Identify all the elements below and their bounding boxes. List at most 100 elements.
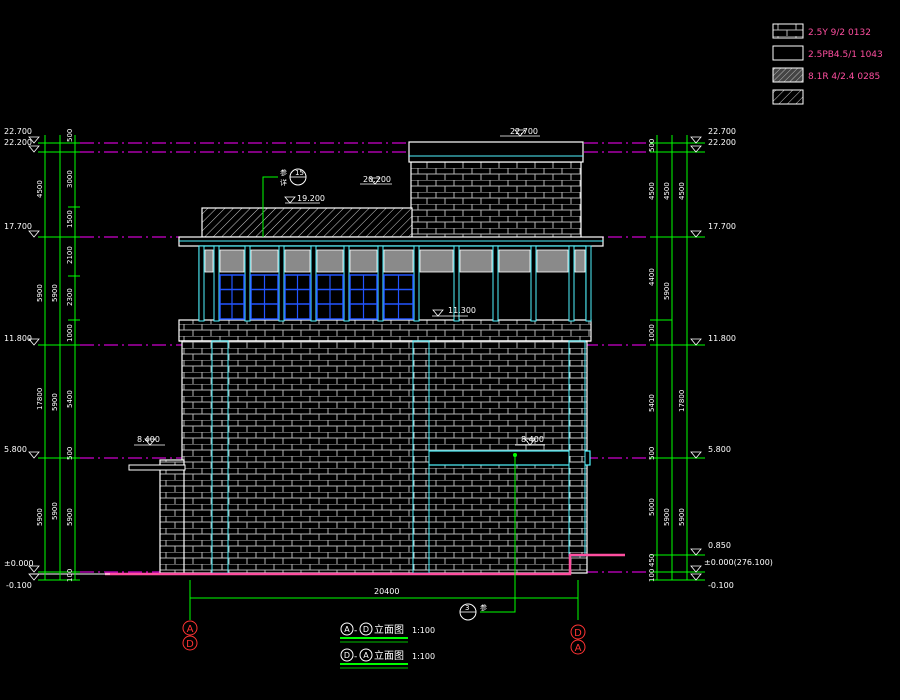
mullion: [343, 245, 350, 322]
axis-bubble: [182, 620, 198, 636]
ground-line: [105, 553, 625, 576]
level-marker: [690, 573, 702, 581]
level-marker: [690, 451, 702, 459]
window-grid: [198, 245, 592, 322]
level-label: ±0.000: [4, 559, 34, 568]
stair-tower: [410, 161, 582, 239]
level-marker: [690, 145, 702, 153]
window-transom: [383, 249, 414, 273]
axis-bubble: [570, 624, 586, 640]
title-axis: D: [344, 651, 350, 660]
level-markers: [28, 129, 702, 581]
svg-text:-: -: [354, 652, 357, 662]
mullion: [213, 245, 220, 322]
level-label: 11.800: [4, 334, 32, 343]
dim-text: 4500: [678, 182, 686, 200]
level-label: 22.700: [4, 127, 32, 136]
axis-label: D: [186, 639, 194, 650]
right-band: [427, 450, 591, 466]
window-transom: [250, 249, 279, 273]
level-label: -0.100: [708, 581, 734, 590]
level-label: 22.200: [4, 138, 32, 147]
dim-text: 100: [66, 569, 74, 582]
mullion: [278, 245, 285, 322]
window-transom: [498, 249, 531, 273]
dim-text: 4500: [663, 182, 671, 200]
level-marker: [284, 196, 296, 204]
legend-swatch-hatch: [772, 89, 804, 105]
level-label: 22.200: [708, 138, 736, 147]
mullion: [244, 245, 251, 322]
window-transom: [459, 249, 493, 273]
legend-swatch-brick: [772, 23, 804, 39]
width-dimension: 20400: [189, 580, 579, 620]
level-label: 5.800: [708, 445, 731, 454]
window-transom: [204, 249, 214, 273]
axis-label: A: [187, 624, 194, 635]
dim-text: 1000: [648, 324, 656, 342]
annotation-left-canopy: 8.400: [137, 435, 160, 444]
left-dimension-texts: 4500 5900 17800 5900 5900 5900 5900 500 …: [36, 129, 74, 582]
roof-parapet: [201, 207, 413, 238]
legend-swatch-hatch-dense: [772, 67, 804, 83]
dim-text: 2100: [66, 246, 74, 264]
axis-bubbles: A D D A: [182, 620, 586, 655]
mullion: [377, 245, 384, 322]
window-transom: [536, 249, 569, 273]
detail-label: 参: [480, 603, 487, 612]
axis-bubble: [570, 639, 586, 655]
building: [30, 141, 625, 576]
annotation-mid-level: 11.300: [448, 306, 476, 315]
dim-text: 500: [66, 129, 74, 142]
level-marker: [28, 338, 40, 346]
level-marker: [28, 145, 40, 153]
level-marker: [690, 548, 702, 556]
mullion: [453, 245, 460, 322]
level-marker: [690, 136, 702, 144]
level-label: ±0.000(276.100): [704, 558, 773, 567]
left-dimensions: [38, 135, 80, 581]
left-annex: [159, 459, 185, 574]
dim-text: 3000: [66, 170, 74, 188]
window-transom: [419, 249, 454, 273]
total-width: 20400: [374, 587, 399, 596]
level-marker: [369, 177, 381, 185]
dim-text: 1000: [66, 324, 74, 342]
dim-text: 4400: [648, 268, 656, 286]
annotation-right-canopy: 8.400: [521, 435, 544, 444]
level-marker: [28, 573, 40, 581]
svg-text:-: -: [354, 626, 357, 636]
left-canopy: [128, 464, 186, 471]
annotation-top-level: 22.700: [510, 127, 538, 136]
title-text: 立面图: [374, 649, 404, 662]
annotation-parapet-level: 19.200: [297, 194, 325, 203]
legend-label: 2.5Y 9/2 0132: [808, 28, 871, 38]
level-marker: [28, 136, 40, 144]
dim-text: 2300: [66, 288, 74, 306]
legend-label: 8.1R 4/2.4 0285: [808, 72, 880, 82]
title-axis: D: [363, 625, 369, 634]
drawing-title-1: A - D 立面图 1:100: [340, 622, 435, 643]
level-marker: [690, 230, 702, 238]
level-marker: [28, 230, 40, 238]
dim-text: 5000: [648, 498, 656, 516]
annotation-roof-level: 20.200: [363, 175, 391, 184]
annotations: 22.700 20.200 19.200 11.300 8.400 8.400: [134, 127, 545, 446]
legend-swatch-plain: [772, 45, 804, 61]
dim-text: 5900: [663, 282, 671, 300]
dim-text: 5900: [66, 508, 74, 526]
level-marker: [28, 565, 40, 573]
detail-sub: 详: [280, 178, 287, 187]
dim-text: 1500: [66, 210, 74, 228]
dim-text: 450: [648, 554, 656, 567]
mullion: [413, 245, 420, 322]
dim-text: 5900: [36, 508, 44, 526]
level-marker: [432, 309, 444, 317]
dim-text: 5400: [648, 394, 656, 412]
axis-label: A: [575, 643, 582, 654]
mid-slab: [178, 319, 592, 342]
level-label: 17.700: [4, 222, 32, 231]
level-marker: [690, 338, 702, 346]
level-marker: [524, 438, 536, 446]
